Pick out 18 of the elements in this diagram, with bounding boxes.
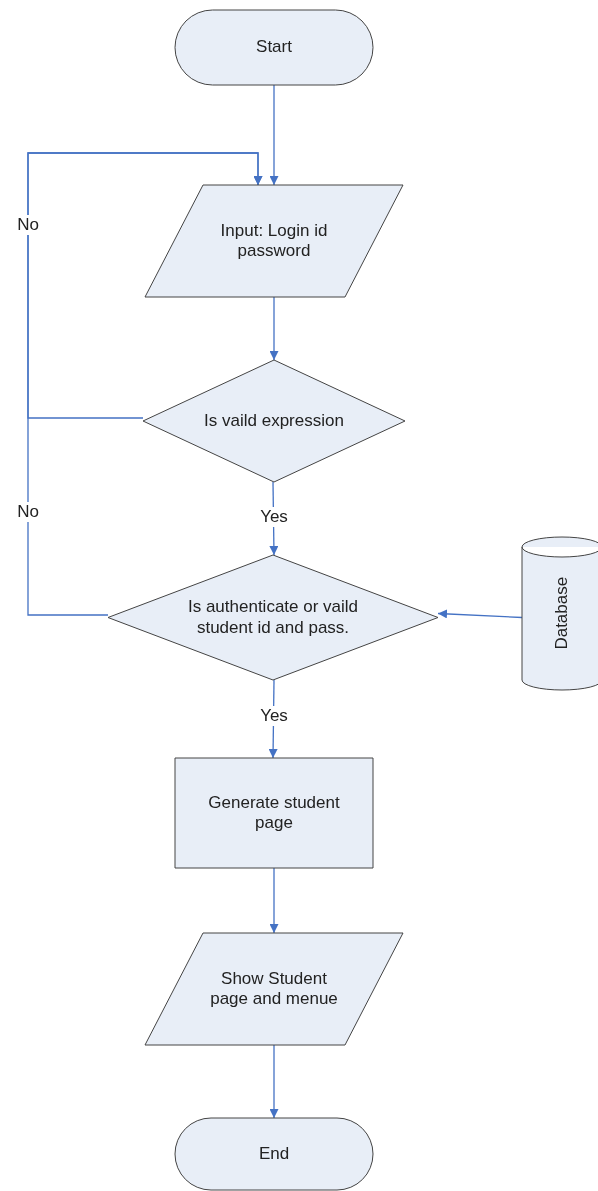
arrow xyxy=(269,867,279,934)
arrow xyxy=(27,152,263,616)
edge-label: No xyxy=(15,215,41,235)
edge-label: Yes xyxy=(258,507,290,527)
node-label: Is vaild expression xyxy=(204,410,344,432)
arrow xyxy=(269,1044,279,1119)
node-label: Input: Login id password xyxy=(219,220,329,262)
edge-label: Yes xyxy=(258,706,290,726)
node-label: Start xyxy=(256,37,292,58)
node-label: Database xyxy=(551,577,572,650)
arrow xyxy=(269,84,279,186)
arrow xyxy=(269,296,279,361)
edge-label: No xyxy=(15,502,41,522)
node-label: Show Student page and menue xyxy=(209,968,339,1010)
node-label: Generate student page xyxy=(207,792,341,834)
arrow xyxy=(437,609,523,619)
node-label: Is authenticate or vaild student id and pass. xyxy=(186,597,360,638)
node-label: End xyxy=(258,1143,290,1165)
